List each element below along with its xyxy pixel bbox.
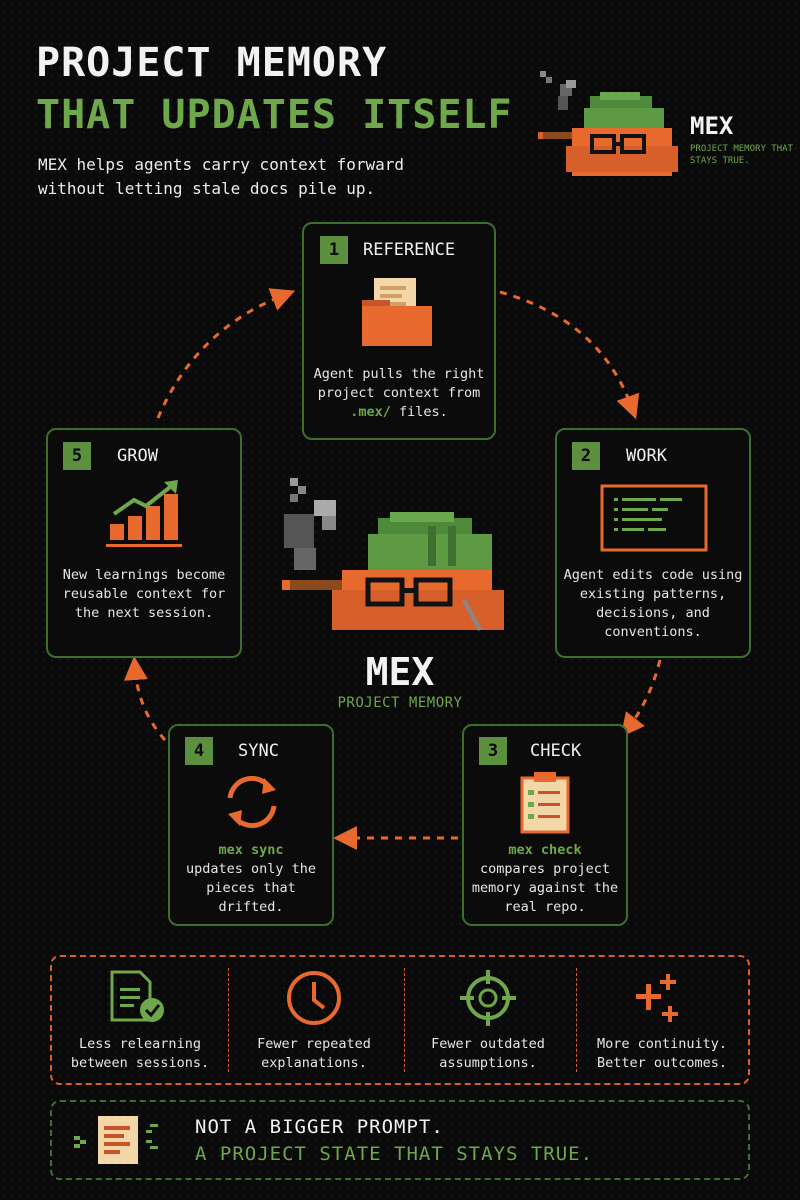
mascot-logo-icon — [538, 71, 678, 176]
step-number-badge: 2 — [572, 442, 600, 470]
step-title: GROW — [117, 446, 158, 466]
document-check-icon — [110, 970, 164, 1022]
benefit-text: Fewer outdated assumptions. — [431, 1036, 545, 1071]
footer-banner — [50, 1100, 750, 1180]
step-number-badge: 4 — [185, 737, 213, 765]
benefit-text: Fewer repeated explanations. — [257, 1036, 371, 1071]
brand-tagline: PROJECT MEMORY THAT STAYS TRUE. — [690, 144, 793, 166]
footer-line-1: NOT A BIGGER PROMPT. — [195, 1116, 444, 1138]
step-title: CHECK — [530, 741, 582, 761]
divider — [404, 968, 405, 1072]
benefit-text: More continuity. Better outcomes. — [596, 1036, 728, 1071]
step-description: Agent pulls the right project context fr… — [313, 366, 485, 420]
footer-line-2: A PROJECT STATE THAT STAYS TRUE. — [195, 1143, 594, 1165]
divider — [576, 968, 577, 1072]
step-number-badge: 3 — [479, 737, 507, 765]
step-number-badge: 1 — [320, 236, 348, 264]
mascot-center-icon — [282, 478, 504, 631]
step-description: Agent edits code using existing patterns… — [563, 567, 743, 640]
target-icon — [460, 970, 516, 1026]
page-subtitle: MEX helps agents carry context forward w… — [38, 155, 405, 198]
sync-icon — [227, 776, 277, 828]
step-title: WORK — [626, 446, 667, 466]
step-title: REFERENCE — [363, 240, 456, 260]
clock-icon — [287, 971, 341, 1025]
code-window-icon — [600, 484, 708, 552]
benefit-text: Less relearning between sessions. — [70, 1036, 210, 1071]
center-brand-tagline: PROJECT MEMORY — [337, 695, 463, 711]
step-description: New learnings become reusable context fo… — [62, 567, 226, 621]
step-number-badge: 5 — [63, 442, 91, 470]
page-title-line2: THAT UPDATES ITSELF — [36, 92, 513, 138]
page-title-line1: PROJECT MEMORY — [36, 40, 388, 86]
sparkle-icon — [636, 974, 678, 1022]
document-icon — [74, 1116, 158, 1164]
center-brand-name: MEX — [365, 650, 435, 694]
clipboard-check-icon — [520, 772, 570, 834]
folder-icon — [362, 278, 432, 346]
benefits-panel — [50, 955, 750, 1085]
growth-chart-icon — [106, 480, 182, 547]
step-title: SYNC — [238, 741, 279, 761]
divider — [228, 968, 229, 1072]
brand-name: MEX — [690, 112, 734, 140]
